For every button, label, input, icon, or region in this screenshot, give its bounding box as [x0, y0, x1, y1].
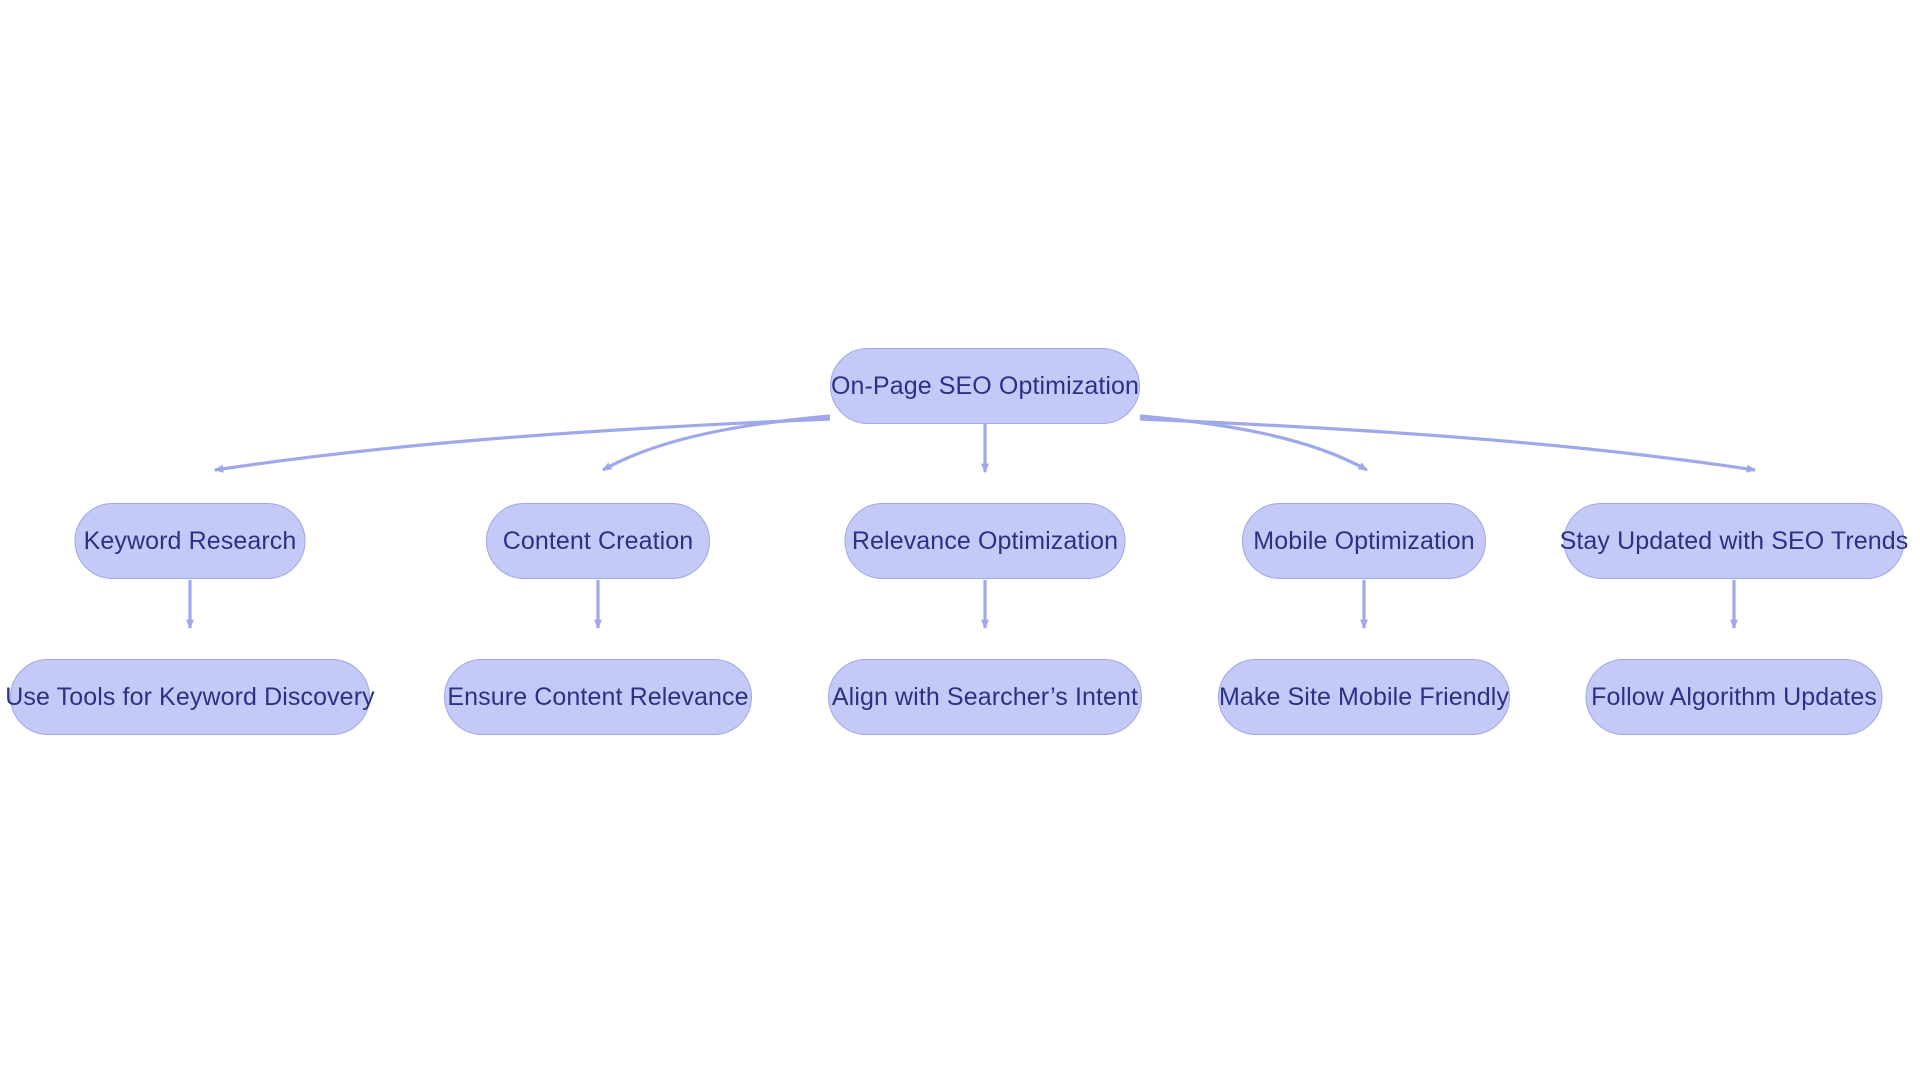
node-label: Stay Updated with SEO Trends — [1559, 526, 1909, 555]
node-label: Content Creation — [502, 526, 694, 555]
node-branch-stay-updated-with-seo-trends[interactable]: Stay Updated with SEO Trends — [1560, 503, 1908, 579]
node-label: Make Site Mobile Friendly — [1218, 682, 1510, 711]
node-root-on-page-seo-optimization[interactable]: On-Page SEO Optimization — [830, 348, 1140, 424]
node-label: Ensure Content Relevance — [447, 682, 749, 711]
edge-root-to-mobile-optimization — [1139, 414, 1369, 472]
node-label: Mobile Optimization — [1253, 526, 1475, 555]
node-label: On-Page SEO Optimization — [830, 371, 1140, 400]
node-leaf-make-site-mobile-friendly[interactable]: Make Site Mobile Friendly — [1218, 659, 1510, 735]
node-leaf-follow-algorithm-updates[interactable]: Follow Algorithm Updates — [1585, 659, 1883, 735]
node-branch-mobile-optimization[interactable]: Mobile Optimization — [1242, 503, 1486, 579]
node-leaf-use-tools-for-keyword-discovery[interactable]: Use Tools for Keyword Discovery — [5, 659, 375, 735]
node-branch-content-creation[interactable]: Content Creation — [486, 503, 710, 579]
node-leaf-align-with-searchers-intent[interactable]: Align with Searcher’s Intent — [828, 659, 1142, 735]
edge-root-to-keyword-research — [213, 417, 831, 473]
node-label: Use Tools for Keyword Discovery — [5, 682, 375, 711]
node-label: Relevance Optimization — [851, 526, 1119, 555]
node-leaf-ensure-content-relevance[interactable]: Ensure Content Relevance — [444, 659, 752, 735]
node-label: Keyword Research — [83, 526, 297, 555]
node-branch-relevance-optimization[interactable]: Relevance Optimization — [844, 503, 1126, 579]
edge-root-to-stay-updated-with-seo-trends — [1139, 417, 1757, 473]
node-branch-keyword-research[interactable]: Keyword Research — [74, 503, 306, 579]
edge-root-to-content-creation — [601, 414, 831, 472]
node-label: Align with Searcher’s Intent — [831, 682, 1139, 711]
node-label: Follow Algorithm Updates — [1591, 682, 1877, 711]
